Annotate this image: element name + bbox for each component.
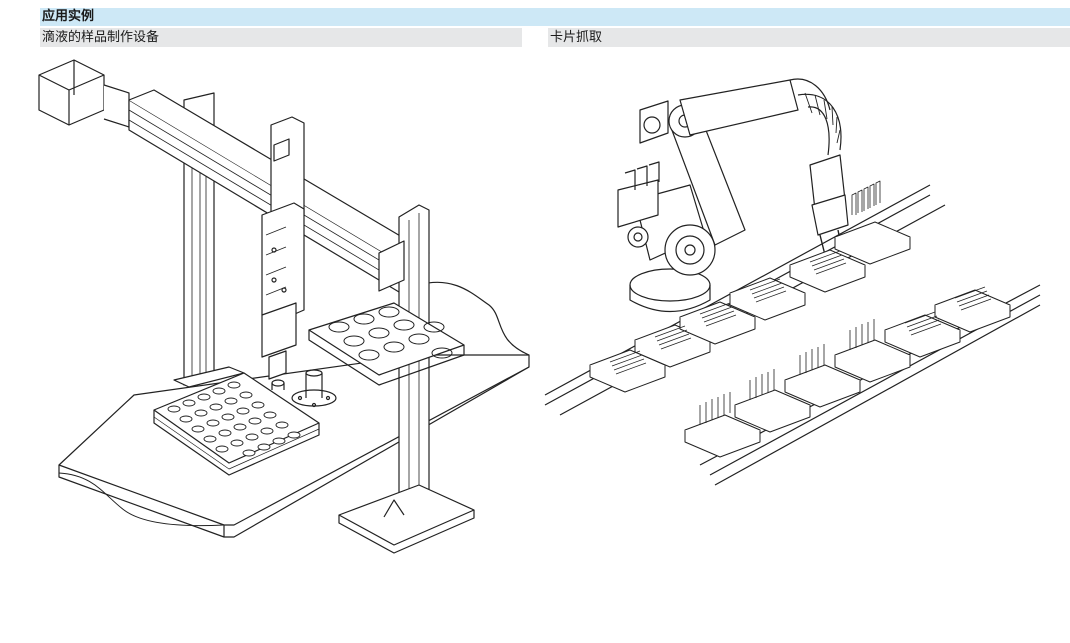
section-title: 应用实例 bbox=[40, 8, 1070, 26]
example-caption-dispensing: 滴液的样品制作设备 bbox=[40, 28, 522, 47]
robot-card-picking-illustration bbox=[540, 55, 1045, 495]
gantry-dispensing-illustration bbox=[34, 55, 534, 555]
example-caption-card-picking: 卡片抓取 bbox=[548, 28, 1070, 47]
